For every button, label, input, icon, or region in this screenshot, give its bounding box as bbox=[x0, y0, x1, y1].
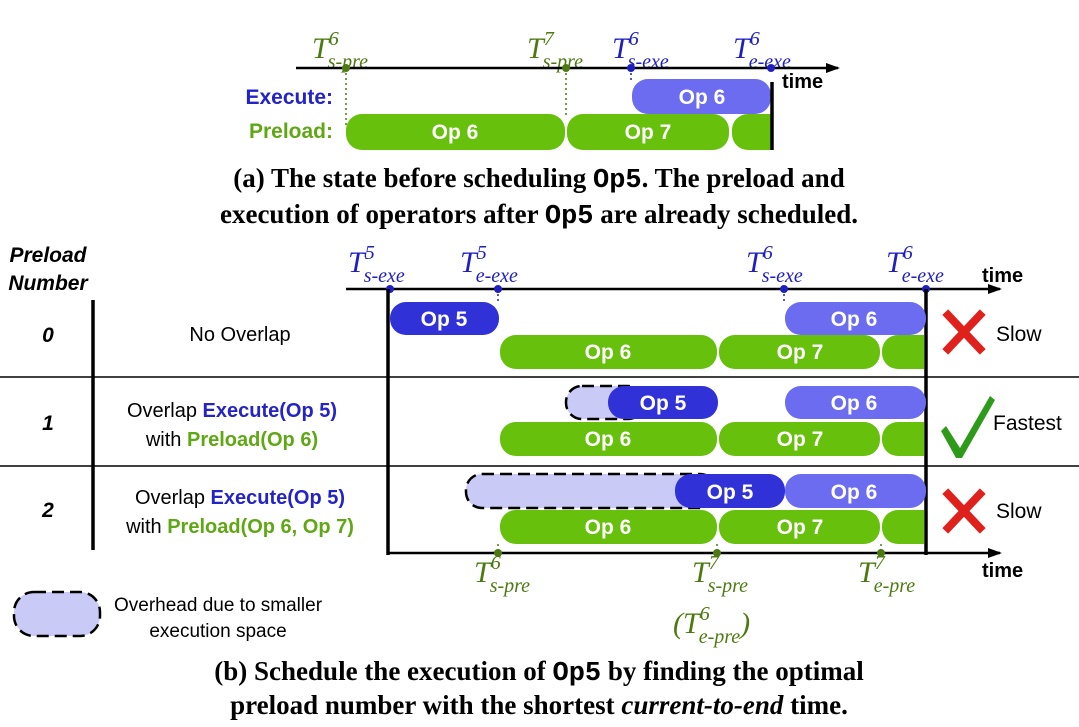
row-number: 0 bbox=[42, 324, 54, 347]
preload-op7-pill bbox=[719, 510, 880, 544]
preload-op7-pill bbox=[719, 335, 880, 369]
preload-next-pill bbox=[882, 422, 924, 456]
preload-op7-pill bbox=[719, 422, 880, 456]
row-description-line2: with Preload(Op 6, Op 7) bbox=[125, 516, 354, 538]
execute-op5-text: Op 5 bbox=[707, 481, 754, 504]
execute-op5-text: Op 5 bbox=[640, 392, 687, 415]
row-preload-1: 1 Overlap Execute(Op 5) with Preload(Op … bbox=[42, 384, 1062, 458]
overhead-legend-line2: execution space bbox=[149, 621, 286, 642]
execute-op6-pill bbox=[785, 302, 926, 335]
row-preload-2: 2 Overlap Execute(Op 5) with Preload(Op … bbox=[41, 472, 1042, 544]
execute-op6-pill bbox=[785, 386, 926, 419]
execute-op6-text: Op 6 bbox=[831, 308, 878, 331]
preload-op7-pill bbox=[567, 114, 729, 150]
preload-op6-text: Op 6 bbox=[585, 341, 632, 364]
execute-op5-pill bbox=[390, 302, 499, 335]
preload-op6-pill bbox=[500, 335, 717, 369]
execute-op5-pill bbox=[675, 474, 785, 508]
row-description-line2: with Preload(Op 6) bbox=[145, 429, 318, 451]
preload-next-pill bbox=[732, 114, 771, 150]
preload-op6-text: Op 6 bbox=[585, 516, 632, 539]
marker-spre7-b bbox=[713, 549, 721, 557]
preload-op6-pill bbox=[500, 510, 717, 544]
row-result: Slow bbox=[996, 323, 1042, 346]
preload-label: Preload: bbox=[249, 120, 333, 143]
execute-op6-text: Op 6 bbox=[679, 86, 726, 109]
marker-epre7-b bbox=[877, 549, 885, 557]
execute-op5-text: Op 5 bbox=[421, 308, 468, 331]
preload-next-pill bbox=[882, 510, 924, 544]
preload-number-header-line2: Number bbox=[8, 272, 89, 295]
caption-a-line1: (a) The state before scheduling Op5. The… bbox=[233, 163, 844, 196]
execute-op6-pill bbox=[632, 79, 771, 114]
execute-op6-pill bbox=[785, 474, 926, 508]
cross-icon bbox=[942, 309, 986, 355]
execute-op5-pill bbox=[608, 386, 718, 419]
preload-op7-text: Op 7 bbox=[777, 516, 824, 539]
marker-eexe6 bbox=[767, 64, 775, 72]
marker-spre6-b bbox=[494, 549, 502, 557]
row-number: 1 bbox=[42, 412, 54, 435]
preload-op7-text: Op 7 bbox=[777, 341, 824, 364]
row-preload-0: 0 No Overlap Op 5 Op 6 Op 6 Op 7 Slow bbox=[42, 302, 1042, 369]
overhead-legend-swatch bbox=[12, 590, 102, 638]
time-word-b-bottom: time bbox=[982, 560, 1023, 582]
time-word-a: time bbox=[782, 71, 823, 93]
row-description: No Overlap bbox=[189, 324, 290, 346]
caption-b-line1: (b) Schedule the execution of Op5 by fin… bbox=[214, 656, 864, 689]
time-word-b-top: time bbox=[982, 265, 1023, 287]
preload-op7-text: Op 7 bbox=[625, 121, 672, 144]
cross-icon bbox=[942, 488, 986, 534]
row-description-line1: Overlap Execute(Op 5) bbox=[135, 487, 345, 509]
preload-number-header-line1: Preload bbox=[9, 244, 87, 267]
overhead-legend-line1: Overhead due to smaller bbox=[114, 595, 323, 616]
preload-op6-pill bbox=[346, 114, 565, 150]
preload-next-pill bbox=[882, 335, 924, 369]
preload-op6-text: Op 6 bbox=[585, 428, 632, 451]
execute-op6-text: Op 6 bbox=[831, 481, 878, 504]
caption-b-line2: preload number with the shortest current… bbox=[230, 690, 848, 720]
execute-op6-text: Op 6 bbox=[831, 392, 878, 415]
preload-op6-pill bbox=[500, 422, 717, 456]
preload-op6-text: Op 6 bbox=[432, 121, 479, 144]
caption-a-line2: execution of operators after Op5 are alr… bbox=[220, 199, 858, 232]
row-result: Fastest bbox=[993, 412, 1062, 435]
row-result: Slow bbox=[996, 500, 1042, 523]
preload-op7-text: Op 7 bbox=[777, 428, 824, 451]
row-number: 2 bbox=[41, 499, 54, 522]
row-description-line1: Overlap Execute(Op 5) bbox=[127, 400, 337, 422]
execute-label: Execute: bbox=[245, 86, 333, 109]
check-icon bbox=[941, 396, 995, 458]
